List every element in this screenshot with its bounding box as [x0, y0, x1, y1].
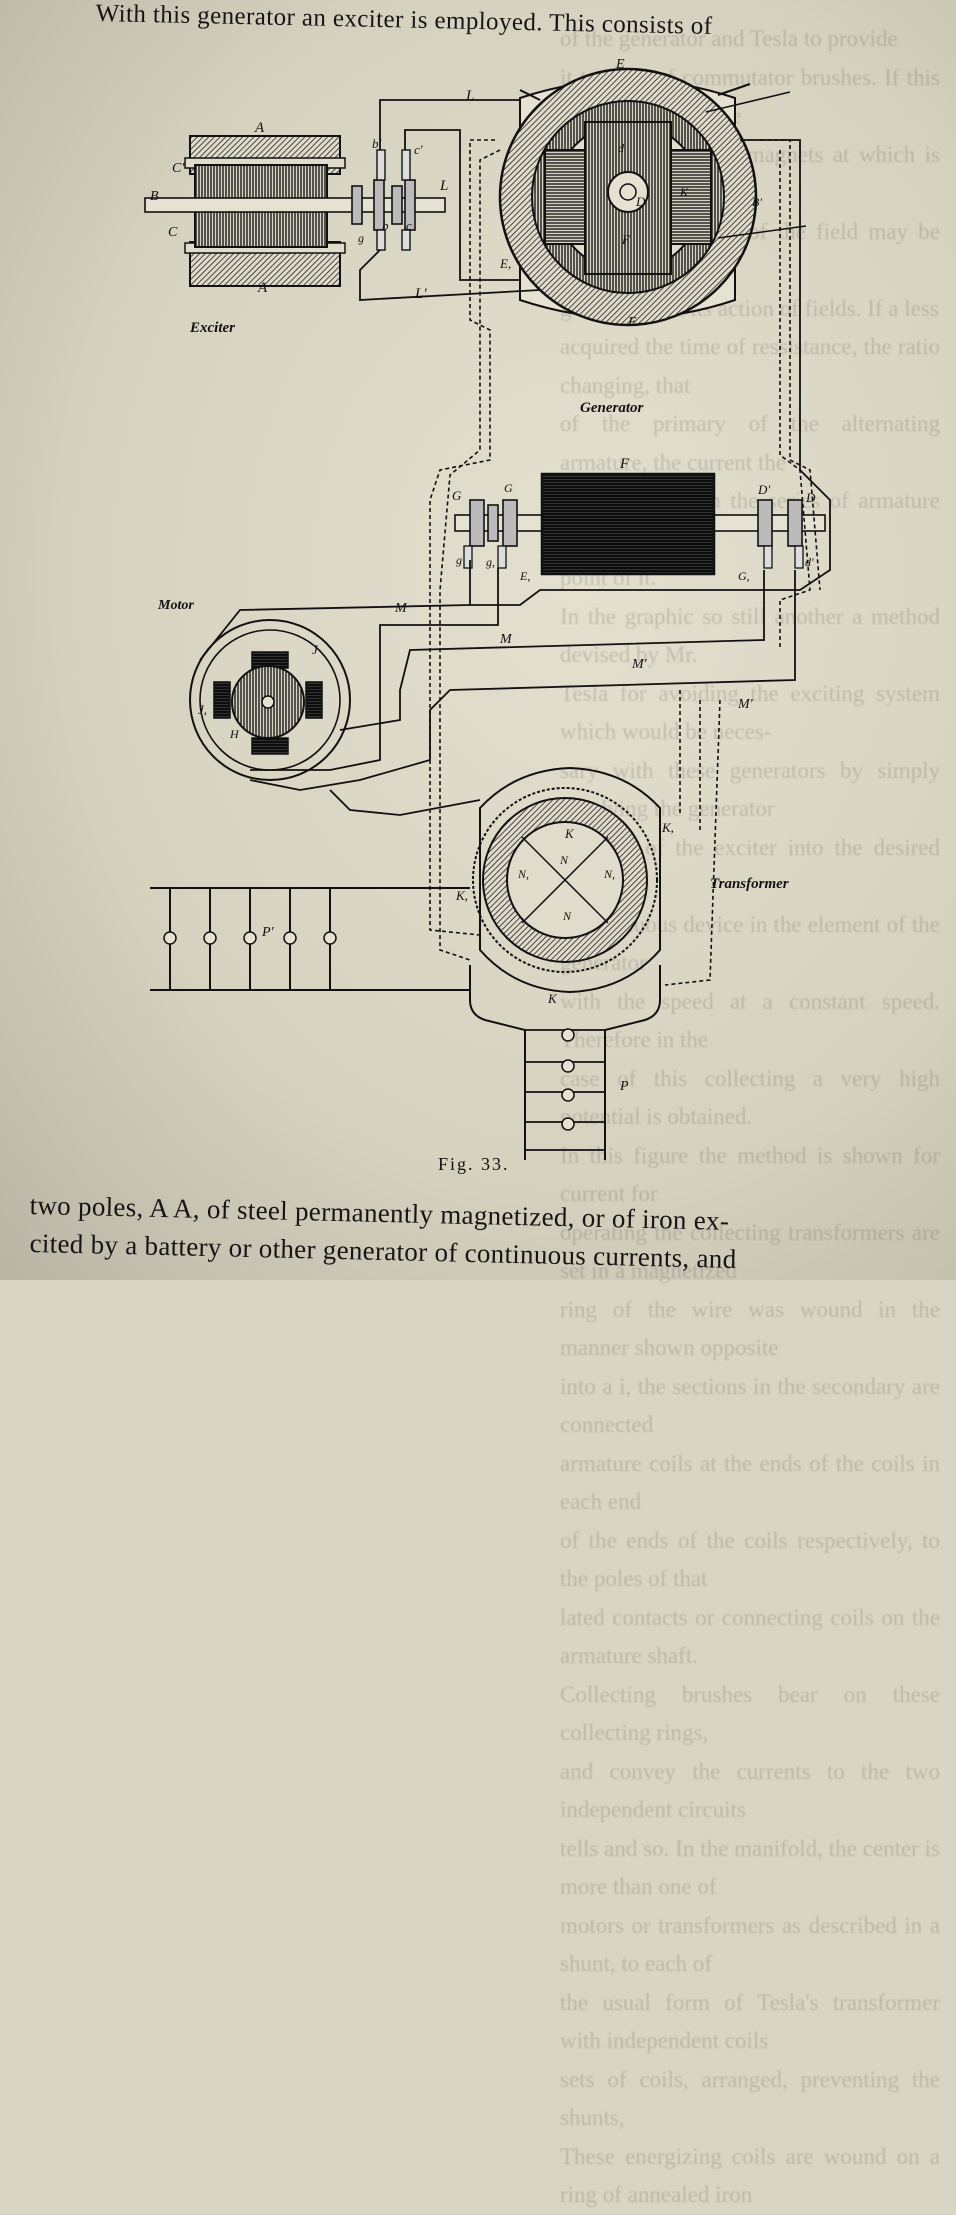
lamps-p [561, 1028, 575, 1131]
label-e-shaft: E, [519, 569, 530, 583]
label-b-prime-generator: B' [752, 195, 762, 209]
label-k-bottom: K [547, 991, 558, 1006]
label-g-big: G [452, 488, 462, 503]
dashed-wiring [429, 139, 821, 986]
label-p-prime: P' [261, 925, 275, 940]
figure-33-diagram: A A B C' C b' c' b c g L L L' E E E, d D… [144, 57, 831, 1174]
brush-c-prime [401, 149, 411, 181]
exciter [144, 135, 446, 287]
brush-b-prime [376, 149, 386, 181]
label-b-small: b [382, 218, 389, 233]
label-k1-right: K, [661, 820, 674, 835]
label-f-shaft: F [619, 456, 630, 472]
label-g-brush-2: g, [486, 555, 495, 569]
label-e1: E, [499, 256, 511, 271]
label-generator: Generator [580, 400, 643, 416]
exciter-shaft [144, 197, 446, 213]
label-n1-left: N, [517, 867, 529, 881]
generator-armature-f [540, 472, 716, 576]
transformer [469, 766, 661, 1160]
label-c: C [168, 225, 178, 240]
label-exciter: Exciter [189, 320, 235, 336]
label-k-top: K [564, 826, 575, 841]
label-n-top: N [559, 853, 569, 867]
label-m-prime-2: M' [737, 697, 754, 712]
label-d-generator: D [635, 194, 646, 209]
label-m-top: M [394, 601, 408, 616]
label-c-small: c [406, 218, 412, 233]
figure-caption: Fig. 33. [438, 1154, 510, 1174]
label-motor: Motor [157, 598, 194, 613]
label-e-bottom: E [627, 315, 637, 330]
label-transformer: Transformer [710, 876, 789, 892]
label-k1-left: K, [455, 888, 468, 903]
label-n-bottom: N [562, 909, 572, 923]
label-c-prime-small: c' [414, 142, 423, 157]
label-g-brush: g [456, 553, 462, 567]
label-f-generator: F [621, 232, 631, 247]
label-d-prime-small: d' [805, 555, 814, 569]
label-h: H [229, 727, 240, 741]
label-e-top: E [615, 57, 625, 72]
label-a-top: A [254, 120, 265, 136]
lamp-circuit-p-prime [150, 887, 470, 991]
label-b: B [150, 189, 159, 204]
figure-labels: A A B C' C b' c' b c g L L L' E E E, d D… [150, 57, 816, 1174]
label-g1-shaft: G, [738, 569, 750, 583]
label-g-small-ring: G [504, 481, 513, 495]
generator-shaft-assembly [454, 472, 826, 576]
label-j1: J, [198, 702, 207, 717]
label-n1-right: N, [603, 867, 615, 881]
label-g1: g [358, 231, 364, 245]
label-c-prime: C' [172, 161, 185, 176]
label-j: J [312, 642, 319, 657]
label-l-top: L [465, 88, 474, 104]
label-m-prime-1: M' [631, 657, 648, 672]
label-l-mid: L [439, 178, 448, 194]
label-k-generator: K [679, 185, 689, 199]
label-d-small: d [618, 141, 625, 155]
motor [189, 619, 351, 781]
label-p: P [619, 1079, 629, 1094]
generator [498, 67, 807, 327]
label-l-prime: L' [414, 286, 427, 302]
label-a-bottom: A [257, 280, 268, 296]
label-d-prime: D' [757, 482, 770, 497]
label-d-shaft: D [805, 490, 816, 505]
label-m-mid: M [499, 632, 513, 647]
label-b-prime: b' [372, 136, 382, 151]
